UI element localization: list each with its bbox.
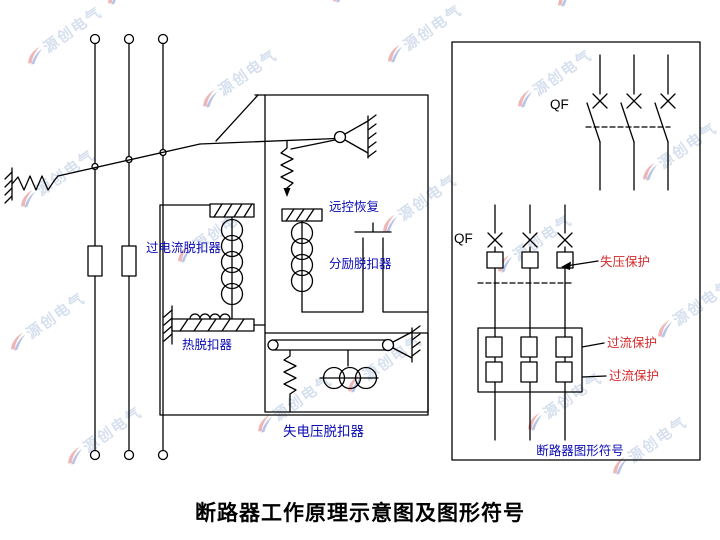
label-qf-top: QF <box>550 97 569 112</box>
latch-pivot <box>290 114 377 159</box>
breaker-symbol-middle <box>477 204 574 329</box>
label-overcurrent-protection-2: 过流保护 <box>609 369 659 383</box>
symbol-panel-labels: QF QF 失压保护 过流保护 过流保护 断路器图形符号 <box>454 97 659 458</box>
left-schematic <box>4 33 429 461</box>
mechanism-frame <box>159 94 429 416</box>
remote-reset-switch <box>354 222 392 251</box>
shunt-coil <box>281 208 429 313</box>
label-overcurrent-protection-1: 过流保护 <box>607 336 657 350</box>
undervoltage-release-assembly <box>264 325 429 413</box>
symbol-panel-caption: 断路器图形符号 <box>536 443 624 458</box>
trip-spring <box>280 140 294 197</box>
thermal-element <box>163 305 266 345</box>
symbol-panel <box>451 41 701 461</box>
main-contact-blade <box>4 143 201 204</box>
page-title: 断路器工作原理示意图及图形符号 <box>195 502 525 525</box>
label-thermal-release: 热脱扣器 <box>182 337 233 352</box>
protection-box <box>477 327 583 441</box>
label-undervoltage-release: 失电压脱扣器 <box>283 424 364 439</box>
label-shunt-release: 分励脱扣器 <box>329 256 392 271</box>
leader-lines <box>561 260 607 378</box>
label-qf-middle: QF <box>454 231 473 246</box>
left-schematic-labels: 过电流脱扣器 远控恢复 分励脱扣器 热脱扣器 失电压脱扣器 <box>146 200 392 439</box>
overcurrent-coil <box>209 203 255 320</box>
symbol-panel-border <box>451 41 701 461</box>
breaker-symbol-top <box>585 54 676 191</box>
label-remote-reset: 远控恢复 <box>329 200 380 214</box>
phase-conductors <box>87 33 169 461</box>
label-undervoltage-protection: 失压保护 <box>600 254 650 269</box>
label-overcurrent-release: 过电流脱扣器 <box>146 240 222 255</box>
